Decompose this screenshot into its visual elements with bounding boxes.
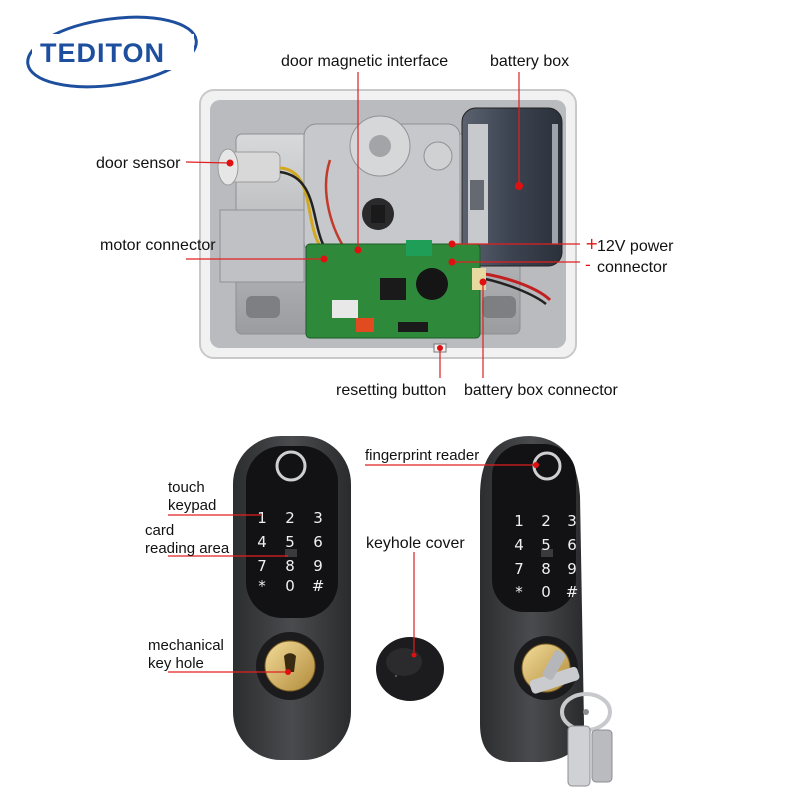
keyhole-with-key-right bbox=[514, 636, 580, 700]
label-card: card bbox=[145, 522, 174, 539]
label-fingerprint-reader: fingerprint reader bbox=[365, 447, 479, 464]
label-minus-sign: - bbox=[585, 255, 591, 274]
leader-lines-top bbox=[185, 72, 580, 378]
key-6-right[interactable]: 6 bbox=[567, 536, 577, 554]
label-power-line1: 12V power bbox=[597, 238, 674, 255]
lock-front-left: 1 2 3 4 5 6 7 8 9 * 0 # bbox=[233, 436, 351, 760]
key-6[interactable]: 6 bbox=[313, 533, 323, 551]
pcb-board bbox=[305, 240, 486, 353]
keypad-left: 1 2 3 4 5 6 7 8 9 * 0 # bbox=[257, 509, 324, 595]
label-motor-connector: motor connector bbox=[100, 237, 216, 254]
leader-lines-left bbox=[168, 514, 291, 675]
key-0-right[interactable]: 0 bbox=[541, 583, 551, 601]
lock-case-internal bbox=[199, 89, 577, 359]
key-3-right[interactable]: 3 bbox=[567, 512, 577, 530]
key-7[interactable]: 7 bbox=[257, 557, 267, 575]
fingerprint-sensor-left bbox=[275, 450, 307, 482]
key-4-right[interactable]: 4 bbox=[514, 536, 524, 554]
lock-front-right: 1 2 3 4 5 6 7 8 9 * 0 # bbox=[480, 436, 613, 787]
key-star-right[interactable]: * bbox=[515, 583, 523, 601]
label-power-line2: connector bbox=[597, 259, 668, 276]
mechanical-keyhole-left[interactable] bbox=[256, 632, 324, 700]
key-9[interactable]: 9 bbox=[313, 557, 323, 575]
motor-assembly bbox=[303, 115, 461, 255]
label-keypad: keypad bbox=[168, 497, 216, 514]
key-8[interactable]: 8 bbox=[285, 557, 295, 575]
keypad-right: 1 2 3 4 5 6 7 8 9 * 0 # bbox=[514, 512, 578, 601]
key-7-right[interactable]: 7 bbox=[514, 560, 524, 578]
key-8-right[interactable]: 8 bbox=[541, 560, 551, 578]
label-resetting-button: resetting button bbox=[336, 382, 446, 399]
key-0[interactable]: 0 bbox=[285, 577, 295, 595]
key-1-right[interactable]: 1 bbox=[514, 512, 524, 530]
key-ring bbox=[560, 692, 613, 787]
label-door-sensor: door sensor bbox=[96, 155, 181, 172]
key-hash[interactable]: # bbox=[312, 577, 325, 595]
brand-name: TEDITON bbox=[40, 38, 165, 68]
keyhole-cover-part bbox=[376, 637, 444, 701]
label-key-hole: key hole bbox=[148, 655, 204, 672]
brand-logo: TEDITON bbox=[26, 15, 198, 89]
key-5[interactable]: 5 bbox=[285, 533, 295, 551]
key-2-right[interactable]: 2 bbox=[541, 512, 551, 530]
card-area-mark-left bbox=[285, 549, 297, 557]
key-hash-right[interactable]: # bbox=[566, 583, 579, 601]
key-1[interactable]: 1 bbox=[257, 509, 267, 527]
key-star[interactable]: * bbox=[258, 577, 266, 595]
label-battery-box-connector: battery box connector bbox=[464, 382, 619, 399]
door-sensor-part bbox=[217, 148, 281, 186]
label-reading-area: reading area bbox=[145, 540, 230, 557]
key-5-right[interactable]: 5 bbox=[541, 536, 551, 554]
key-2[interactable]: 2 bbox=[285, 509, 295, 527]
label-touch: touch bbox=[168, 479, 205, 496]
latch-bolt bbox=[219, 209, 305, 283]
label-keyhole-cover: keyhole cover bbox=[366, 535, 465, 552]
label-plus-sign: + bbox=[585, 234, 598, 253]
key-3[interactable]: 3 bbox=[313, 509, 323, 527]
label-mechanical: mechanical bbox=[148, 637, 224, 654]
label-battery-box: battery box bbox=[490, 53, 569, 70]
label-door-magnetic-interface: door magnetic interface bbox=[281, 53, 448, 70]
battery-box-part bbox=[461, 107, 563, 267]
key-9-right[interactable]: 9 bbox=[567, 560, 577, 578]
key-4[interactable]: 4 bbox=[257, 533, 267, 551]
